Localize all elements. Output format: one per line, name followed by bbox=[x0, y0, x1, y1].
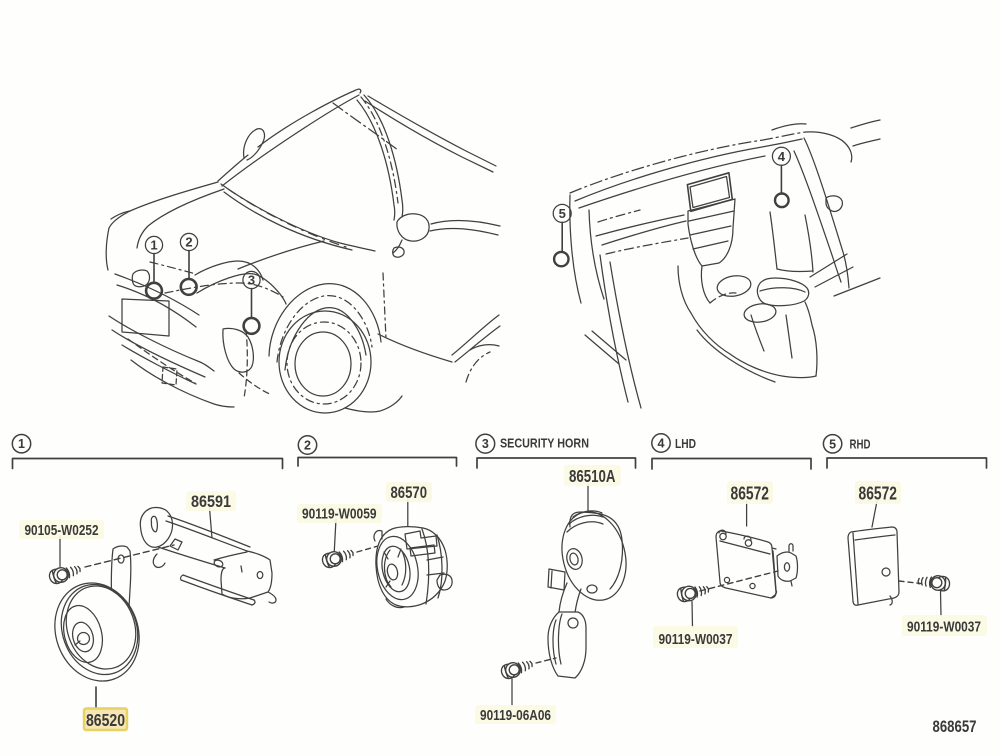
svg-text:90119-W0037: 90119-W0037 bbox=[907, 619, 981, 636]
svg-text:90119-W0059: 90119-W0059 bbox=[302, 506, 377, 523]
svg-text:3: 3 bbox=[248, 273, 255, 288]
svg-text:90119-06A06: 90119-06A06 bbox=[480, 707, 551, 724]
svg-text:86570: 86570 bbox=[391, 483, 428, 502]
svg-text:86510A: 86510A bbox=[569, 466, 616, 486]
svg-text:3: 3 bbox=[482, 437, 489, 451]
svg-text:5: 5 bbox=[829, 437, 836, 451]
svg-text:86591: 86591 bbox=[191, 492, 231, 511]
svg-text:90105-W0252: 90105-W0252 bbox=[25, 522, 99, 539]
svg-text:RHD: RHD bbox=[850, 438, 871, 452]
svg-text:4: 4 bbox=[778, 149, 786, 164]
svg-text:86520: 86520 bbox=[86, 710, 125, 730]
svg-text:LHD: LHD bbox=[675, 437, 696, 451]
svg-text:90119-W0037: 90119-W0037 bbox=[659, 631, 733, 648]
svg-text:4: 4 bbox=[658, 437, 665, 451]
svg-text:86572: 86572 bbox=[859, 484, 898, 504]
svg-text:1: 1 bbox=[18, 437, 25, 451]
svg-text:2: 2 bbox=[304, 439, 311, 453]
svg-text:868657: 868657 bbox=[933, 718, 977, 736]
svg-text:1: 1 bbox=[150, 238, 157, 253]
svg-text:SECURITY HORN: SECURITY HORN bbox=[500, 437, 589, 451]
svg-text:86572: 86572 bbox=[731, 484, 770, 504]
svg-text:5: 5 bbox=[559, 206, 566, 221]
svg-text:2: 2 bbox=[185, 235, 192, 250]
